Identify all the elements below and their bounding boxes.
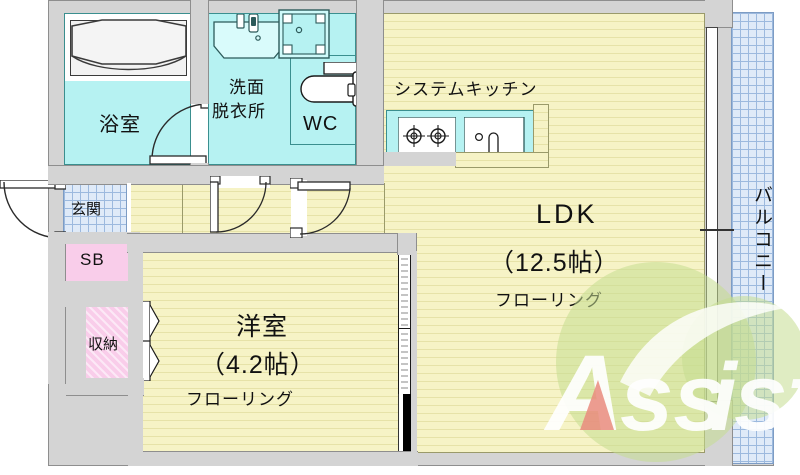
bedroom-sliding-door-lower-hatch-icon	[401, 333, 408, 389]
wall-closet-bottom	[66, 378, 144, 396]
bathroom-door-swing-icon	[149, 100, 210, 165]
wall-sb-bottom	[48, 281, 140, 307]
ldk-window-mullion	[700, 229, 734, 231]
sink-icon	[464, 117, 525, 162]
bedroom-area-label: （4.2帖）	[200, 351, 316, 379]
bedroom-wall-column	[403, 394, 414, 452]
entry-hall-floor	[127, 183, 183, 235]
washroom-label-line1: 洗面	[229, 78, 265, 97]
wall-closet-left	[66, 281, 86, 384]
bathtub-shape-icon	[71, 19, 187, 71]
wall-left-of-sb	[48, 232, 66, 384]
wall-bath-washroom	[190, 0, 209, 104]
bathroom-doorway	[191, 103, 208, 165]
bathroom-label: 浴室	[99, 114, 141, 136]
ldk-balcony-window	[706, 27, 718, 402]
ldk-flooring-label: フローリング	[495, 291, 603, 310]
bedroom-name-label: 洋室	[236, 313, 289, 341]
wall-sb-top	[48, 232, 140, 244]
entrance-tile-area	[63, 183, 127, 235]
toilet-label: WC	[303, 113, 339, 135]
entrance-step-edge	[127, 183, 131, 235]
wall-hallway-bedroom	[127, 233, 417, 253]
bedroom-flooring-label: フローリング	[186, 390, 294, 409]
wall-bedroom-bottom	[128, 451, 418, 466]
bedroom-sliding-door-upper-hatch-icon	[401, 258, 408, 332]
entrance-label: 玄関	[71, 201, 102, 218]
vanity-sink-icon	[211, 14, 287, 64]
bedroom-door-swing-icon	[290, 178, 351, 238]
stove-icon	[398, 117, 456, 155]
ldk-area-label: （12.5帖）	[489, 249, 620, 277]
wall-bedroom-left	[128, 251, 143, 453]
washroom-label-line2: 脱衣所	[212, 102, 266, 121]
kitchen-label: システムキッチン	[394, 80, 538, 99]
shoebox-label: SB	[80, 250, 105, 269]
washroom-doorway	[214, 176, 270, 188]
ldk-name-label: LDK	[536, 199, 598, 229]
closet-label: 収納	[88, 336, 119, 353]
bedroom-doorway	[291, 180, 307, 236]
wall-bedroom-right-bottom	[411, 251, 417, 453]
kitchen-front-panel	[455, 152, 549, 168]
balcony-wall-bottom-left	[705, 400, 733, 466]
washroom-door-swing-icon	[210, 176, 271, 233]
wall-washroom-ldk	[356, 0, 384, 166]
washing-machine-pan-icon	[278, 9, 330, 59]
wall-bedroom-right	[397, 233, 417, 255]
balcony-label: バルコニー	[751, 185, 772, 295]
balcony-wall-top-left	[705, 0, 733, 28]
